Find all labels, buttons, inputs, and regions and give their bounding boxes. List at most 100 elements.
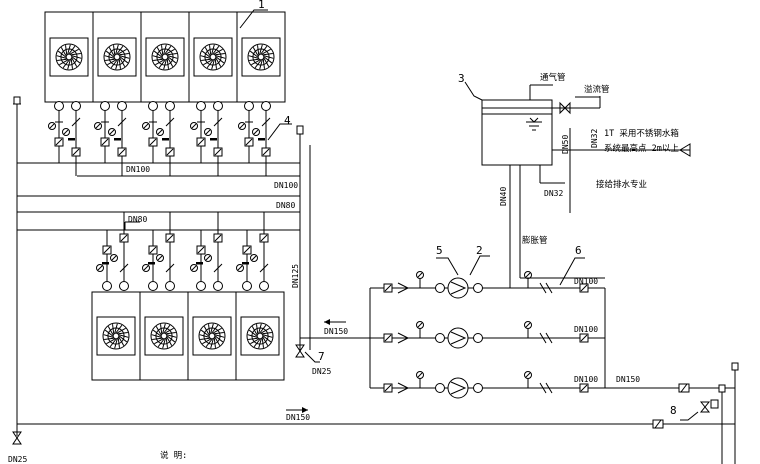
pressure-gauge-icon	[156, 128, 164, 136]
y-strainer-icon	[242, 245, 252, 255]
y-strainer-icon	[119, 233, 129, 243]
pressure-gauge-icon	[190, 122, 198, 130]
callout-4: 4	[284, 114, 291, 127]
upper-fan-row	[49, 12, 281, 102]
unit-port	[196, 281, 206, 291]
label-dn100-pump1: DN100	[574, 277, 598, 286]
check-valve-icon	[165, 263, 175, 273]
pressure-gauge-icon	[48, 122, 56, 130]
unit-port	[100, 101, 110, 111]
check-valve-icon	[117, 117, 127, 127]
axial-fan-icon	[241, 37, 281, 77]
y-strainer-icon	[213, 147, 223, 157]
check-valve-icon	[397, 332, 410, 344]
unit-port	[435, 383, 445, 393]
gate-valve-icon	[539, 332, 553, 344]
check-valve-icon	[71, 117, 81, 127]
unit-port	[244, 101, 254, 111]
y-strainer-icon	[261, 147, 271, 157]
check-valve-icon	[397, 282, 410, 294]
unit-port	[165, 281, 175, 291]
check-valve-icon	[259, 263, 269, 273]
y-strainer-icon	[244, 137, 254, 147]
unit-port	[435, 333, 445, 343]
check-valve-icon	[213, 117, 223, 127]
pressure-gauge-icon	[62, 128, 70, 136]
y-strainer-icon	[579, 333, 589, 343]
thermometer-icon	[68, 138, 75, 141]
label-dn100-right: DN100	[274, 181, 298, 190]
unit-port	[261, 101, 271, 111]
y-strainer-icon	[100, 137, 110, 147]
lower-unit-group	[91, 291, 285, 381]
auto-air-vent-icon	[296, 125, 304, 145]
thermometer-icon	[196, 262, 203, 265]
auto-air-vent-icon	[13, 96, 21, 115]
pressure-gauge-icon	[524, 371, 532, 379]
callout-6: 6	[575, 244, 582, 257]
y-strainer-icon	[579, 283, 589, 293]
pressure-gauge-icon	[108, 128, 116, 136]
y-strainer-icon	[383, 383, 393, 393]
upper-unit-ports	[48, 101, 271, 176]
y-strainer-icon	[148, 137, 158, 147]
unit-port	[473, 283, 483, 293]
y-strainer-icon	[579, 383, 589, 393]
pressure-gauge-icon	[142, 264, 150, 272]
check-valve-icon	[261, 117, 271, 127]
annotation-labels: 1 4 3 5 2 6 7 8 DN100 DN100 DN80 DN80 DN…	[8, 0, 679, 464]
y-strainer-icon	[148, 245, 158, 255]
label-dn100-pump3: DN100	[574, 375, 598, 384]
thermometer-icon	[258, 138, 265, 141]
pressure-gauge-icon	[524, 271, 532, 279]
pressure-gauge-icon	[252, 128, 260, 136]
unit-port	[213, 281, 223, 291]
y-strainer-icon	[213, 233, 223, 243]
y-strainer-icon	[102, 245, 112, 255]
expansion-water-tank-icon	[481, 84, 691, 288]
pump-row	[370, 321, 605, 349]
circulation-pump-icon	[447, 377, 469, 399]
label-drain-note: 接给排水专业	[596, 179, 647, 190]
label-dn32-right: DN32	[590, 129, 599, 148]
unit-port	[102, 281, 112, 291]
gate-valve-icon	[699, 399, 719, 413]
callout-1: 1	[258, 0, 265, 11]
unit-port	[54, 101, 64, 111]
label-dn125: DN125	[291, 264, 300, 288]
y-strainer-icon	[652, 383, 690, 429]
label-dn25-valve7: DN25	[312, 367, 331, 376]
check-valve-icon	[213, 263, 223, 273]
label-dn150-pump3: DN150	[616, 375, 640, 384]
pressure-gauge-icon	[416, 271, 424, 279]
unit-port	[259, 281, 269, 291]
unit-port	[213, 101, 223, 111]
thermometer-icon	[148, 262, 155, 265]
axial-fan-icon	[144, 316, 184, 356]
y-strainer-icon	[165, 147, 175, 157]
label-vent-pipe: 通气管	[540, 72, 566, 83]
callout-3: 3	[458, 72, 465, 85]
pressure-gauge-icon	[110, 254, 118, 262]
lower-fan-row	[96, 292, 280, 380]
y-strainer-icon	[117, 147, 127, 157]
thermometer-icon	[114, 138, 121, 141]
pressure-gauge-icon	[156, 254, 164, 262]
unit-port	[242, 281, 252, 291]
pressure-gauge-icon	[238, 122, 246, 130]
y-strainer-icon	[383, 333, 393, 343]
callout-7: 7	[318, 350, 325, 363]
circulation-pump-icon	[447, 327, 469, 349]
callout-leaders	[239, 9, 699, 421]
axial-fan-icon	[193, 37, 233, 77]
axial-fan-icon	[49, 37, 89, 77]
pressure-gauge-icon	[96, 264, 104, 272]
label-dn100-pump2: DN100	[574, 325, 598, 334]
pressure-gauge-icon	[94, 122, 102, 130]
y-strainer-icon	[196, 137, 206, 147]
axial-fan-icon	[192, 316, 232, 356]
y-strainer-icon	[196, 245, 206, 255]
label-tank-note-2: 系统最高点 2m以上	[604, 143, 679, 154]
label-dn32-tank: DN32	[544, 189, 563, 198]
axial-fan-icon	[145, 37, 185, 77]
